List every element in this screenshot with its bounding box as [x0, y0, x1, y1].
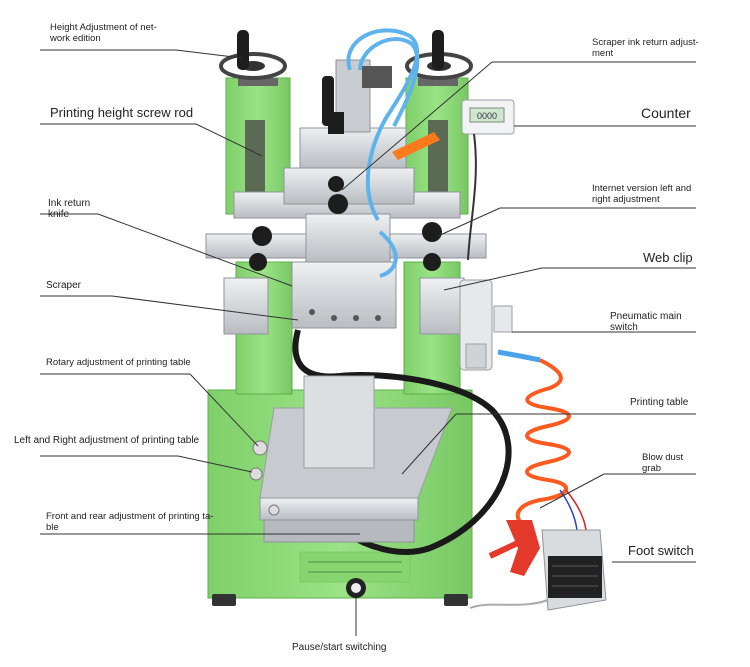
label-front-rear-adjust: Front and rear adjustment of printing ta…	[46, 511, 214, 533]
counter-icon: 0000	[461, 99, 515, 135]
print-head	[283, 59, 415, 329]
pause-start-knob[interactable]	[346, 578, 366, 598]
printing-table	[249, 375, 453, 543]
label-net-lr-adjust: Internet version left and right adjustme…	[592, 183, 692, 205]
label-rotary-adjust: Rotary adjustment of printing table	[46, 357, 191, 368]
label-scraper-ink-return: Scraper ink return adjust- ment	[592, 37, 699, 59]
label-foot-switch: Foot switch	[628, 543, 694, 558]
label-blow-dust-grab: Blow dust grab	[642, 452, 684, 474]
label-pneumatic-switch: Pneumatic main switch	[610, 311, 682, 334]
counter-display: 0000	[477, 111, 497, 121]
label-scraper: Scraper	[46, 280, 82, 291]
label-ink-return-knife: Ink return knife	[48, 198, 91, 221]
blue-air-hoses	[346, 28, 541, 363]
label-printing-table: Printing table	[630, 397, 689, 408]
label-height-adjust: Height Adjustment of net- work edition	[50, 22, 157, 44]
label-web-clip: Web clip	[643, 250, 693, 265]
leader-lines	[40, 49, 696, 636]
label-lr-adjust-table: Left and Right adjustment of printing ta…	[14, 435, 200, 446]
label-screw-rod: Printing height screw rod	[50, 105, 194, 120]
orange-coil-hose	[515, 358, 571, 526]
pedal-icon[interactable]	[541, 529, 607, 611]
pneumatic-regulator	[459, 279, 513, 371]
air-gun-icon[interactable]	[488, 520, 540, 576]
knob-icon[interactable]	[249, 222, 442, 271]
label-pause-start: Pause/start switching	[292, 642, 387, 653]
upright-columns	[225, 77, 469, 395]
label-counter: Counter	[641, 105, 691, 121]
handwheel-icon[interactable]	[219, 30, 473, 80]
